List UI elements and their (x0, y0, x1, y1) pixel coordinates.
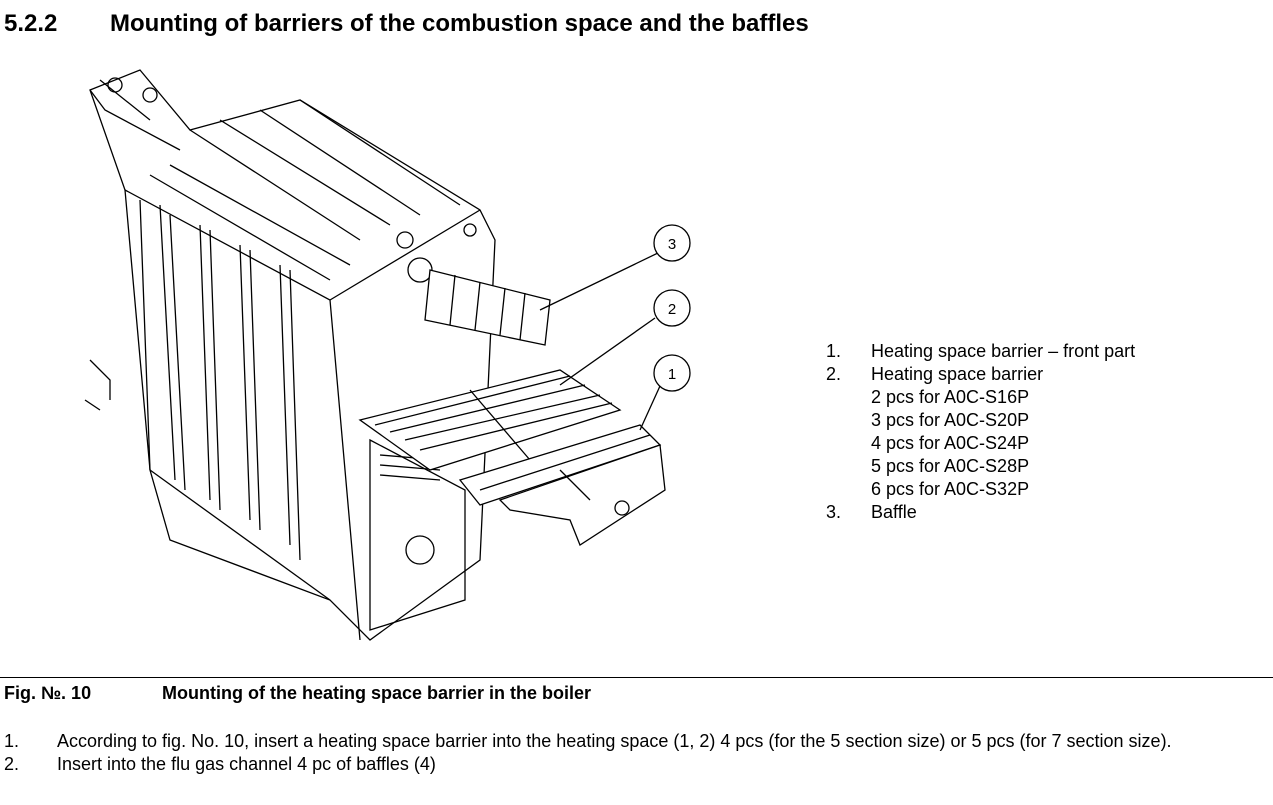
baffle (424, 269, 551, 346)
figure-number: Fig. №. 10 (4, 683, 92, 703)
callout-2: 2 (653, 289, 691, 327)
boiler-drawing: 3 2 1 (84, 69, 691, 641)
callout-leaders (539, 251, 661, 431)
section-title: Mounting of barriers of the combustion s… (110, 10, 809, 37)
legend-item: 2. Heating space barrier (826, 363, 1135, 386)
heating-space-barrier (358, 369, 622, 471)
instruction-step: 1. According to fig. No. 10, insert a hea… (4, 730, 1270, 753)
instruction-list: 1. According to fig. No. 10, insert a hea… (4, 730, 1270, 776)
legend-item: 3. Baffle (826, 501, 1135, 524)
legend-number: 2. (826, 364, 842, 384)
divider (0, 677, 1273, 678)
section-number: 5.2.2 (4, 10, 58, 37)
callout-3: 3 (653, 224, 691, 262)
instruction-step: 2. Insert into the flu gas channel 4 pc o… (4, 753, 1270, 776)
legend-subitem: 2 pcs for A0C-S16P (871, 387, 1030, 407)
legend-subitem: 4 pcs for A0C-S24P (871, 433, 1030, 453)
step-number: 1. (4, 731, 20, 751)
callout-1: 1 (653, 354, 691, 392)
legend-number: 3. (826, 502, 842, 522)
callout-2-label: 2 (668, 301, 676, 318)
figure-caption: Mounting of the heating space barrier in… (162, 683, 592, 703)
step-number: 2. (4, 754, 20, 774)
legend-subitem: 6 pcs for A0C-S32P (871, 479, 1030, 499)
heating-space-barrier-front (458, 424, 666, 546)
boiler-body (84, 69, 496, 641)
legend-item: 1. Heating space barrier – front part (826, 340, 1135, 363)
step-text: Insert into the flu gas channel 4 pc of … (57, 754, 436, 774)
callout-3-label: 3 (668, 236, 676, 253)
legend-subitem: 3 pcs for A0C-S20P (871, 410, 1030, 430)
callout-1-label: 1 (668, 366, 676, 383)
step-text: According to fig. No. 10, insert a heati… (57, 731, 1172, 751)
legend-text: Baffle (871, 502, 917, 522)
legend-text: Heating space barrier – front part (871, 341, 1136, 361)
legend-subitem: 5 pcs for A0C-S28P (871, 456, 1030, 476)
legend-text: Heating space barrier (871, 364, 1044, 384)
legend-number: 1. (826, 341, 842, 361)
figure-legend: 1. Heating space barrier – front part 2. H… (826, 340, 1135, 524)
